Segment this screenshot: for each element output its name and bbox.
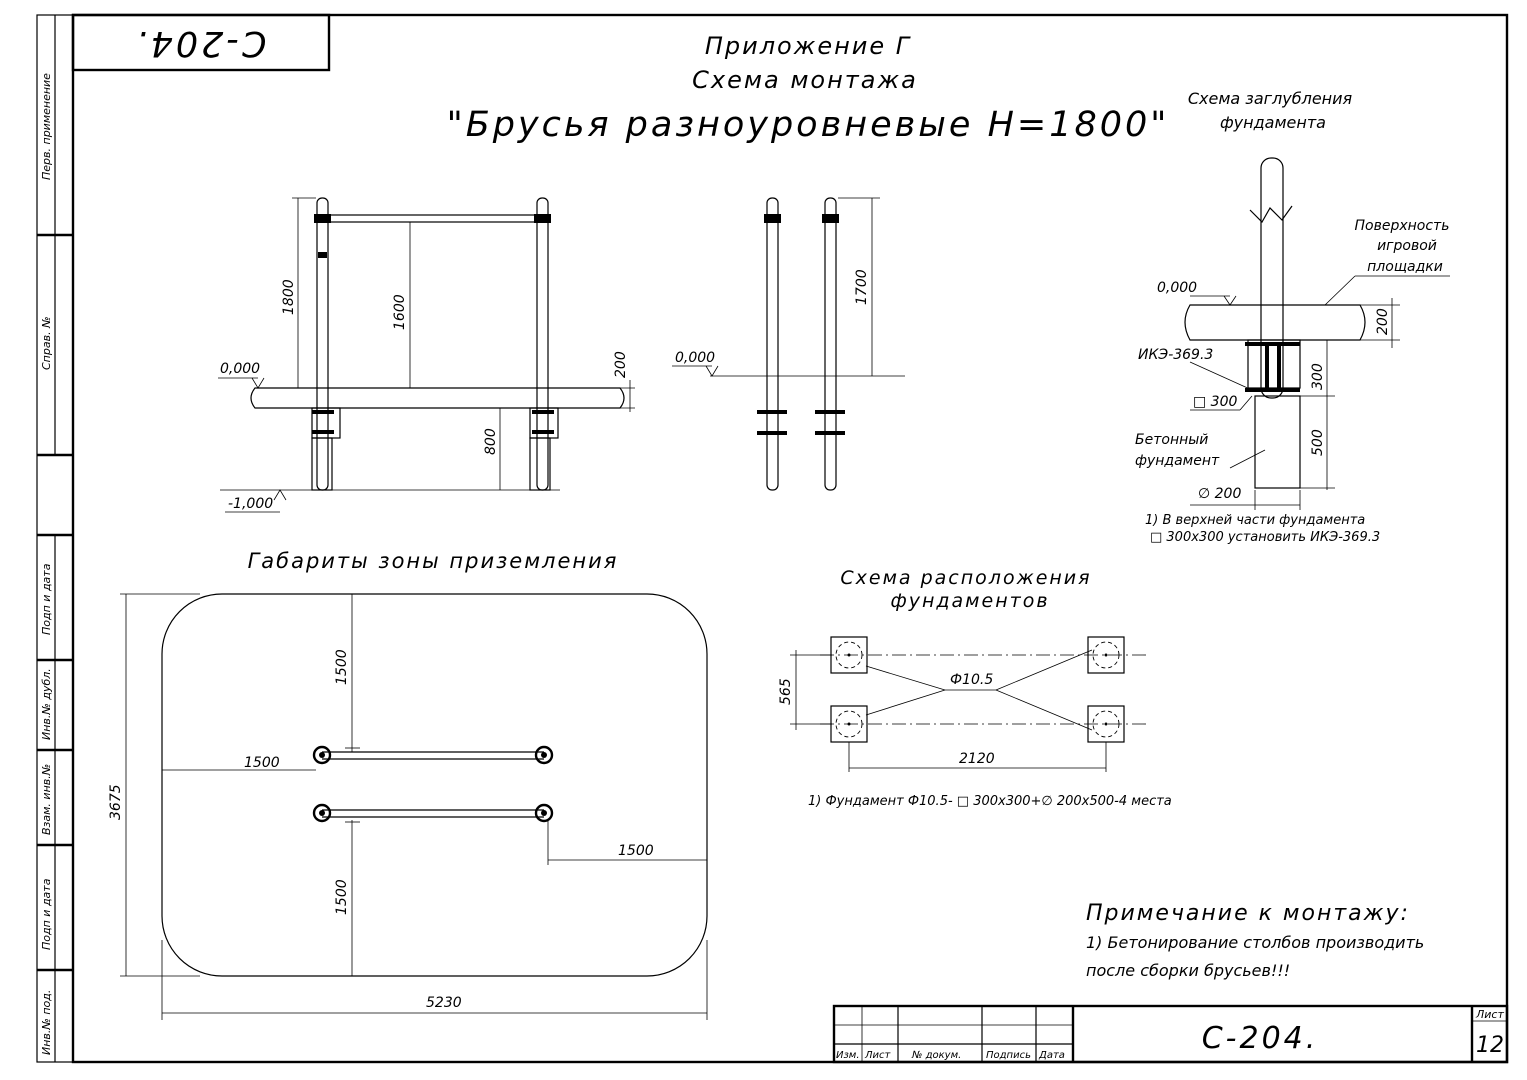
landing-dim-5230: 5230: [426, 995, 462, 1011]
side-label-first-use: Перв. применение: [40, 73, 53, 180]
depth-dia-200: ∅ 200: [1198, 486, 1241, 502]
tb-sheet-no: 12: [1476, 1033, 1504, 1058]
landing-dim-1500-bottom: 1500: [334, 879, 350, 915]
front-dim-1800: 1800: [281, 279, 297, 315]
tb-code: С-204.: [1202, 1021, 1319, 1056]
top-stamp-code: С-204.: [134, 23, 267, 63]
layout-title-1: Схема расположения: [840, 567, 1091, 589]
depth-concrete-1: Бетонный: [1135, 432, 1208, 448]
front-dim-800: 800: [483, 428, 499, 455]
front-dim-1600: 1600: [392, 294, 408, 330]
side-dim-1700: 1700: [854, 269, 870, 305]
side-level-zero: 0,000: [675, 350, 715, 366]
depth-title-2: фундамента: [1220, 113, 1326, 132]
tb-date: Дата: [1038, 1050, 1065, 1061]
depth-note-2: □ 300х300 установить ИКЭ-369.3: [1150, 530, 1380, 545]
side-label-sign-date-1: Подп и дата: [40, 563, 53, 635]
front-view: 0,000 -1,000 1800 1600 200 800: [218, 197, 635, 513]
top-stamp-box: [71, 13, 331, 72]
side-strip: Перв. применение Справ. № Подп и дата Ин…: [37, 15, 73, 1062]
side-label-sign-date-2: Подп и дата: [40, 878, 53, 950]
header-appendix: Приложение Г: [705, 32, 911, 60]
layout-dim-2120: 2120: [959, 751, 995, 767]
tb-sign: Подпись: [986, 1050, 1031, 1061]
layout-title-2: фундаментов: [890, 590, 1049, 612]
header-name: "Брусья разноуровневые Н=1800": [447, 105, 1170, 145]
notes-line-2: после сборки брусьев!!!: [1086, 961, 1290, 980]
tb-sheet-label: Лист: [1475, 1008, 1504, 1021]
landing-zone: Габариты зоны приземления 1500 1500 1500…: [108, 549, 708, 1020]
header-scheme: Схема монтажа: [692, 66, 918, 94]
title-block: Изм. Лист № докум. Подпись Дата С-204. Л…: [832, 1004, 1509, 1064]
landing-title: Габариты зоны приземления: [248, 549, 619, 573]
depth-title-1: Схема заглубления: [1188, 89, 1353, 108]
layout-dim-565: 565: [778, 678, 794, 705]
notes-line-1: 1) Бетонирование столбов производить: [1086, 933, 1424, 952]
side-label-inv-dup: Инв.№ дубл.: [40, 668, 53, 740]
depth-level-zero: 0,000: [1157, 280, 1197, 296]
depth-dim-300: 300: [1310, 363, 1326, 390]
layout-phi: Ф10.5: [950, 672, 993, 688]
depth-note-1: 1) В верхней части фундамента: [1145, 513, 1365, 528]
landing-dim-3675: 3675: [108, 784, 124, 820]
notes-title: Примечание к монтажу:: [1086, 901, 1410, 926]
front-dim-200: 200: [613, 351, 629, 378]
depth-ike-label: ИКЭ-369.3: [1138, 347, 1213, 363]
inner-frame: [71, 13, 1509, 1064]
front-level-minus: -1,000: [228, 496, 273, 512]
depth-dim-500: 500: [1310, 429, 1326, 456]
side-label-ref-no: Справ. №: [40, 316, 53, 370]
depth-surface-3: площадки: [1367, 259, 1443, 275]
layout-note: 1) Фундамент Ф10.5- □ 300х300+∅ 200х500-…: [808, 794, 1172, 809]
landing-dim-1500-top: 1500: [334, 649, 350, 685]
depth-surface-1: Поверхность: [1355, 218, 1450, 234]
depth-dim-200: 200: [1375, 308, 1391, 335]
side-label-inv-orig: Инв.№ под.: [40, 990, 53, 1055]
depth-scheme: Схема заглубления фундамента Поверхность…: [1135, 89, 1450, 545]
landing-zone-outline: [161, 593, 708, 977]
mounting-notes: Примечание к монтажу: 1) Бетонирование с…: [1086, 901, 1424, 980]
tb-izm: Изм.: [836, 1050, 860, 1061]
landing-dim-1500-right: 1500: [618, 843, 654, 859]
front-level-zero: 0,000: [220, 361, 260, 377]
depth-square-300: □ 300: [1193, 394, 1237, 410]
tb-doc: № докум.: [911, 1050, 961, 1061]
landing-dim-1500-left: 1500: [244, 755, 280, 771]
tb-list: Лист: [864, 1050, 892, 1061]
depth-concrete-2: фундамент: [1135, 453, 1220, 469]
foundation-layout: Схема расположения фундаментов Ф10.5 565…: [778, 567, 1172, 809]
depth-surface-2: игровой: [1377, 238, 1437, 254]
side-label-replace-inv: Взам. инв.№: [40, 764, 53, 835]
side-view: 0,000 1700: [672, 197, 905, 491]
